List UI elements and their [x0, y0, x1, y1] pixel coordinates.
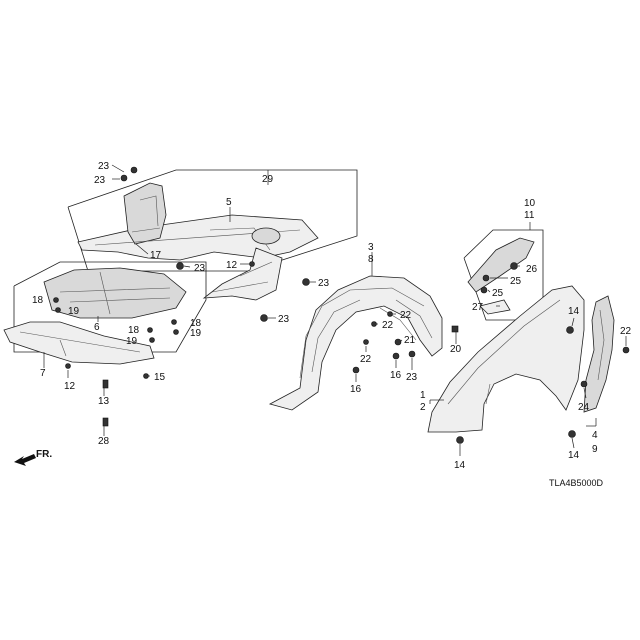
callout-13: 13: [98, 396, 110, 407]
callout-1: 1: [420, 390, 426, 401]
callout-25: 25: [510, 276, 522, 287]
callout-19: 19: [126, 336, 138, 347]
callout-12: 12: [64, 381, 76, 392]
callout-18: 18: [128, 325, 140, 336]
callout-14: 14: [568, 450, 580, 461]
callout-27: 27: [472, 302, 484, 313]
callout-23: 23: [318, 278, 330, 289]
callout-11: 11: [524, 210, 535, 221]
callout-16: 16: [350, 384, 362, 395]
group-box-6: [13, 261, 207, 353]
callout-18: 18: [190, 318, 202, 329]
callout-3: 3: [368, 242, 374, 253]
callout-10: 10: [524, 198, 536, 209]
callout-21: 21: [404, 335, 416, 346]
callout-19: 19: [190, 328, 202, 339]
callout-16: 16: [390, 370, 402, 381]
callout-17: 17: [150, 250, 162, 261]
callout-22: 22: [360, 354, 372, 365]
callout-12: 12: [226, 260, 238, 271]
callout-5: 5: [226, 197, 232, 208]
fender-liner: [268, 275, 443, 411]
callout-15: 15: [154, 372, 166, 383]
under-cover-upper: [77, 182, 319, 301]
callout-19: 19: [68, 306, 80, 317]
callout-20: 20: [450, 344, 462, 355]
callout-22: 22: [400, 310, 412, 321]
front-fender: [427, 285, 585, 433]
callout-23: 23: [98, 161, 110, 172]
leader-lines: [43, 164, 627, 456]
callout-8: 8: [368, 254, 374, 265]
callout-23: 23: [406, 372, 418, 383]
fasteners: [53, 166, 630, 444]
fender-bracket: [583, 295, 615, 413]
callout-22: 22: [620, 326, 632, 337]
callout-26: 26: [526, 264, 538, 275]
callout-6: 6: [94, 322, 100, 333]
front-direction-arrow: [14, 454, 36, 466]
callout-23: 23: [94, 175, 106, 186]
callout-24: 24: [578, 402, 590, 413]
callout-25: 25: [492, 288, 504, 299]
callout-18: 18: [32, 295, 44, 306]
callout-14: 14: [454, 460, 466, 471]
under-cover-middle: [43, 267, 187, 319]
callout-9: 9: [592, 444, 598, 455]
callout-28: 28: [98, 436, 110, 447]
direction-label: FR.: [36, 449, 52, 460]
diagram-code: TLA4B5000D: [549, 478, 604, 488]
callout-14: 14: [568, 306, 580, 317]
callout-7: 7: [40, 368, 46, 379]
callout-23: 23: [194, 263, 206, 274]
callout-22: 22: [382, 320, 394, 331]
callout-4: 4: [592, 430, 598, 441]
group-box-10-11: [463, 229, 544, 321]
under-cover-front: [3, 321, 155, 365]
callout-29: 29: [262, 174, 274, 185]
callout-2: 2: [420, 402, 426, 413]
callout-23: 23: [278, 314, 290, 325]
